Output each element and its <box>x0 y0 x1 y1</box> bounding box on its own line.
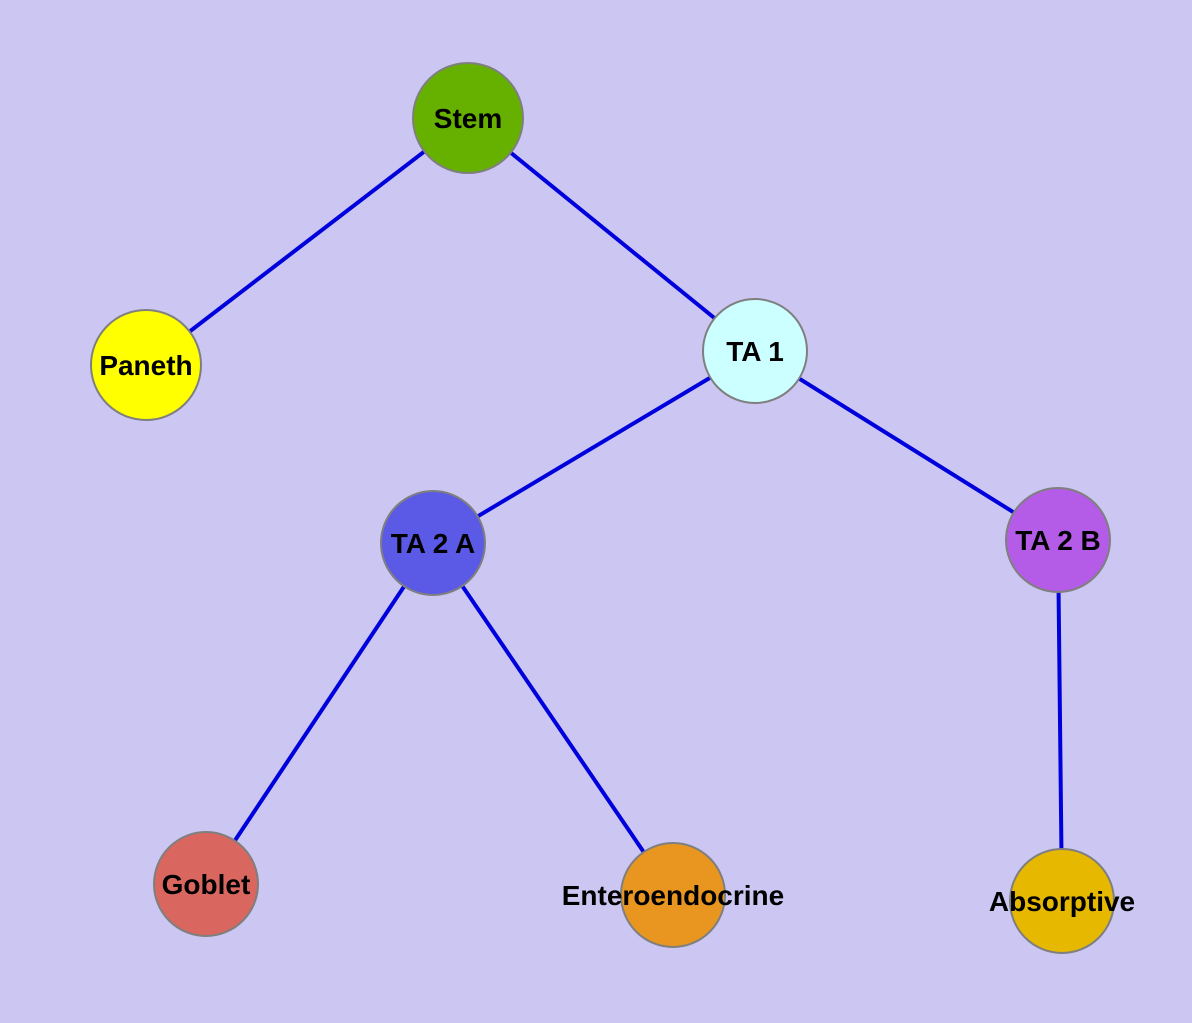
node-label-stem: Stem <box>434 103 502 134</box>
node-circle-ta2b[interactable] <box>1005 487 1111 593</box>
node-label-absorptive: Absorptive <box>989 886 1135 917</box>
edge-ta1-ta2a <box>431 349 757 545</box>
node-ta1[interactable]: TA 1 <box>702 298 808 404</box>
node-circle-stem[interactable] <box>412 62 524 174</box>
node-label-enteroendocrine: Enteroendocrine <box>562 880 784 911</box>
node-circle-goblet[interactable] <box>153 831 259 937</box>
edge-ta1-ta2b <box>753 349 1060 542</box>
node-label-ta2a: TA 2 A <box>391 528 476 559</box>
node-label-ta2b: TA 2 B <box>1015 525 1101 556</box>
edge-ta2b-absorptive <box>1056 538 1064 903</box>
node-goblet[interactable]: Goblet <box>153 831 259 937</box>
edge-ta2a-enteroendocrine <box>431 541 675 897</box>
node-label-ta1: TA 1 <box>726 336 784 367</box>
node-label-paneth: Paneth <box>99 350 192 381</box>
node-absorptive[interactable]: Absorptive <box>989 848 1135 954</box>
node-ta2a[interactable]: TA 2 A <box>380 490 486 596</box>
node-stem[interactable]: Stem <box>412 62 524 174</box>
node-label-goblet: Goblet <box>162 869 251 900</box>
edge-ta2a-goblet <box>204 541 435 886</box>
node-circle-ta1[interactable] <box>702 298 808 404</box>
node-circle-absorptive[interactable] <box>1009 848 1115 954</box>
node-ta2b[interactable]: TA 2 B <box>1005 487 1111 593</box>
edges-layer <box>144 116 1064 903</box>
edge-stem-paneth <box>144 116 470 367</box>
node-circle-paneth[interactable] <box>90 309 202 421</box>
node-circle-enteroendocrine[interactable] <box>620 842 726 948</box>
node-paneth[interactable]: Paneth <box>90 309 202 421</box>
node-enteroendocrine[interactable]: Enteroendocrine <box>562 842 784 948</box>
edge-stem-ta1 <box>466 116 757 353</box>
node-circle-ta2a[interactable] <box>380 490 486 596</box>
